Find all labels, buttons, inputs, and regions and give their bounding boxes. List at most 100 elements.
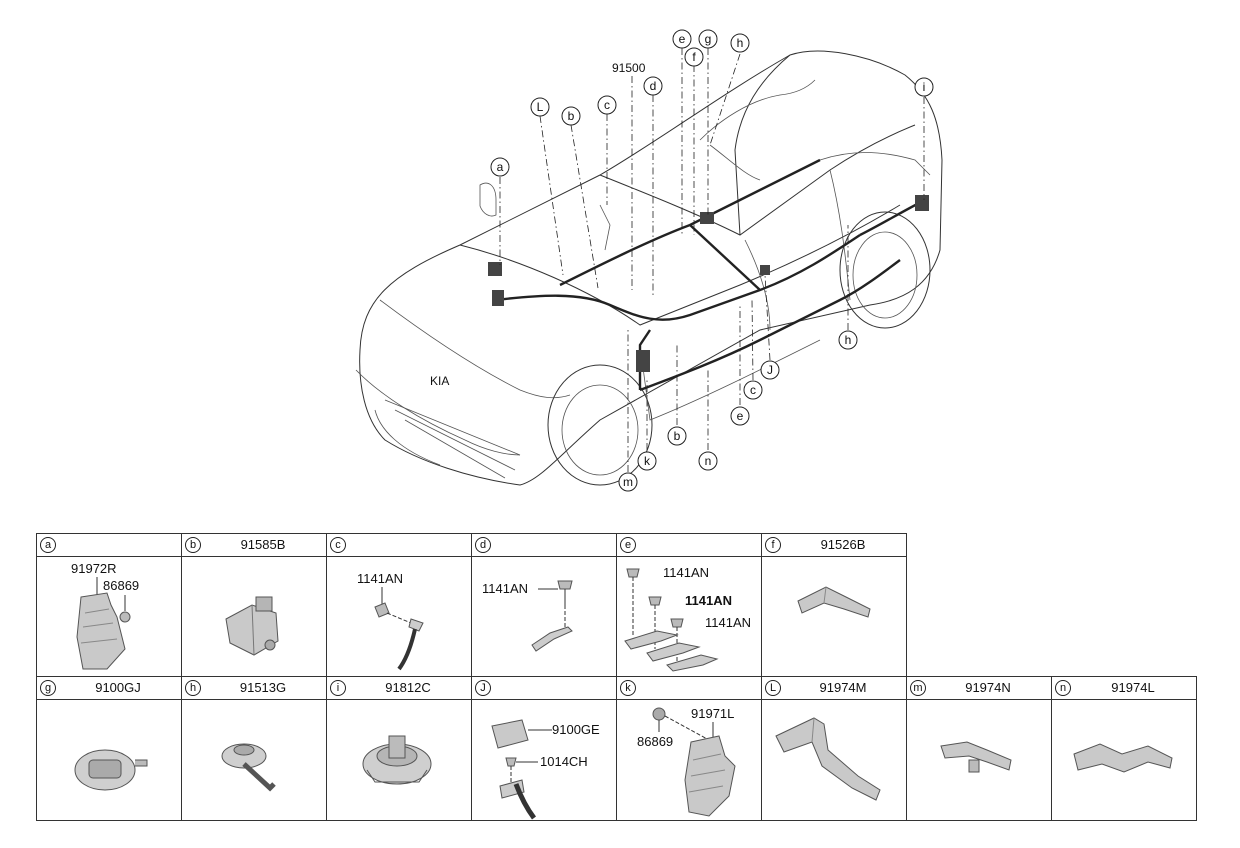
cell-letter: i bbox=[330, 680, 346, 696]
callout-m: m bbox=[618, 472, 638, 492]
table-row: g 9100GJ h 91513G i 91812C bbox=[36, 676, 1197, 821]
cell-letter: k bbox=[620, 680, 636, 696]
cell-part-number: 91812C bbox=[385, 680, 431, 695]
part-label: 86869 bbox=[103, 578, 140, 593]
connector-g bbox=[700, 212, 714, 224]
part-cell-i: i 91812C bbox=[326, 676, 472, 821]
svg-text:c: c bbox=[604, 98, 610, 112]
part-cell-e: e 1141AN 1141AN 1141AN bbox=[616, 533, 762, 677]
callout-e-bottom: e bbox=[730, 406, 750, 426]
cell-letter: h bbox=[185, 680, 201, 696]
callout-b-top: b bbox=[561, 106, 581, 126]
callout-a: a bbox=[490, 157, 510, 177]
parts-table: a 91972R 86869 b 91585B bbox=[36, 533, 1197, 821]
svg-text:d: d bbox=[650, 79, 657, 93]
cell-letter: e bbox=[620, 537, 636, 553]
svg-text:e: e bbox=[737, 409, 744, 423]
protector-illustration bbox=[940, 741, 1012, 773]
cell-letter: g bbox=[40, 680, 56, 696]
part-cell-k: k 91971L 86869 bbox=[616, 676, 762, 821]
grommet-illustration bbox=[74, 749, 148, 791]
main-part-number: 91500 bbox=[612, 61, 646, 75]
cell-part-number: 91585B bbox=[240, 537, 286, 552]
part-label: 1141AN bbox=[357, 571, 404, 586]
callout-b-bottom: b bbox=[667, 426, 687, 446]
cell-letter: b bbox=[185, 537, 201, 553]
cell-letter: f bbox=[765, 537, 781, 553]
cell-letter: n bbox=[1055, 680, 1071, 696]
part-cell-c: c 1141AN bbox=[326, 533, 472, 677]
svg-text:b: b bbox=[568, 109, 575, 123]
part-cell-n: n 91974L bbox=[1051, 676, 1197, 821]
part-cell-b: b 91585B bbox=[181, 533, 327, 677]
brackets-illustration bbox=[624, 568, 719, 672]
part-label: 1141AN bbox=[663, 565, 710, 580]
svg-text:e: e bbox=[679, 32, 686, 46]
cell-letter: d bbox=[475, 537, 491, 553]
svg-text:m: m bbox=[623, 475, 633, 489]
part-cell-f: f 91526B bbox=[761, 533, 907, 677]
part-label: 1141AN bbox=[482, 581, 529, 596]
svg-text:n: n bbox=[705, 454, 712, 468]
svg-text:f: f bbox=[692, 50, 696, 64]
bracket-illustration bbox=[531, 580, 573, 652]
callout-g: g bbox=[698, 29, 718, 49]
svg-text:J: J bbox=[767, 363, 773, 377]
connector-i bbox=[915, 195, 929, 211]
part-label: 91972R bbox=[71, 561, 117, 576]
part-label: 91971L bbox=[691, 706, 735, 721]
svg-text:i: i bbox=[923, 80, 926, 94]
clip-illustration bbox=[491, 719, 552, 820]
connector-k bbox=[636, 350, 650, 372]
cell-part-number: 91974N bbox=[965, 680, 1011, 695]
callout-L: L bbox=[530, 97, 550, 117]
part-cell-h: h 91513G bbox=[181, 676, 327, 821]
cell-part-number: 9100GJ bbox=[95, 680, 141, 695]
part-cell-d: d 1141AN bbox=[471, 533, 617, 677]
part-label: 9100GE bbox=[552, 722, 600, 737]
connector-a bbox=[488, 262, 502, 276]
part-label: 1141AN bbox=[705, 615, 752, 630]
callout-h-side: h bbox=[838, 330, 858, 350]
svg-text:a: a bbox=[497, 160, 504, 174]
car-body-outline: KIA bbox=[355, 50, 943, 486]
callout-k: k bbox=[637, 451, 657, 471]
svg-text:L: L bbox=[537, 100, 544, 114]
bolt-illustration bbox=[374, 587, 424, 671]
callout-c-bottom: c bbox=[743, 380, 763, 400]
grommet-illustration bbox=[362, 735, 432, 785]
part-cell-a: a 91972R 86869 bbox=[36, 533, 182, 677]
callout-i: i bbox=[914, 77, 934, 97]
vehicle-wiring-diagram: KIA bbox=[355, 29, 943, 492]
cell-part-number: 91526B bbox=[820, 537, 866, 552]
empty-cell bbox=[907, 534, 1197, 677]
connector-j bbox=[760, 265, 770, 275]
part-cell-g: g 9100GJ bbox=[36, 676, 182, 821]
cell-part-number: 91974M bbox=[819, 680, 867, 695]
cell-part-number: 91513G bbox=[239, 680, 287, 695]
brand-logo-text: KIA bbox=[430, 374, 449, 388]
cell-part-number: 91974L bbox=[1111, 680, 1155, 695]
part-label: 1141AN bbox=[685, 593, 732, 608]
callout-e-top: e bbox=[672, 29, 692, 49]
svg-text:c: c bbox=[750, 383, 756, 397]
callout-n: n bbox=[698, 451, 718, 471]
callout-j: J bbox=[760, 360, 780, 380]
cell-letter: J bbox=[475, 680, 491, 696]
cell-letter: a bbox=[40, 537, 56, 553]
table-row: a 91972R 86869 b 91585B bbox=[36, 533, 1197, 677]
callout-c-top: c bbox=[597, 95, 617, 115]
cell-letter: c bbox=[330, 537, 346, 553]
protector-illustration bbox=[797, 586, 871, 618]
grommet-illustration bbox=[221, 743, 276, 792]
protector-illustration bbox=[775, 717, 881, 801]
callout-leaders bbox=[499, 48, 925, 472]
part-label: 1014CH bbox=[540, 754, 588, 769]
svg-text:h: h bbox=[737, 36, 744, 50]
svg-text:h: h bbox=[845, 333, 852, 347]
part-label: 86869 bbox=[637, 734, 674, 749]
callout-f: f bbox=[684, 47, 704, 67]
svg-text:b: b bbox=[674, 429, 681, 443]
